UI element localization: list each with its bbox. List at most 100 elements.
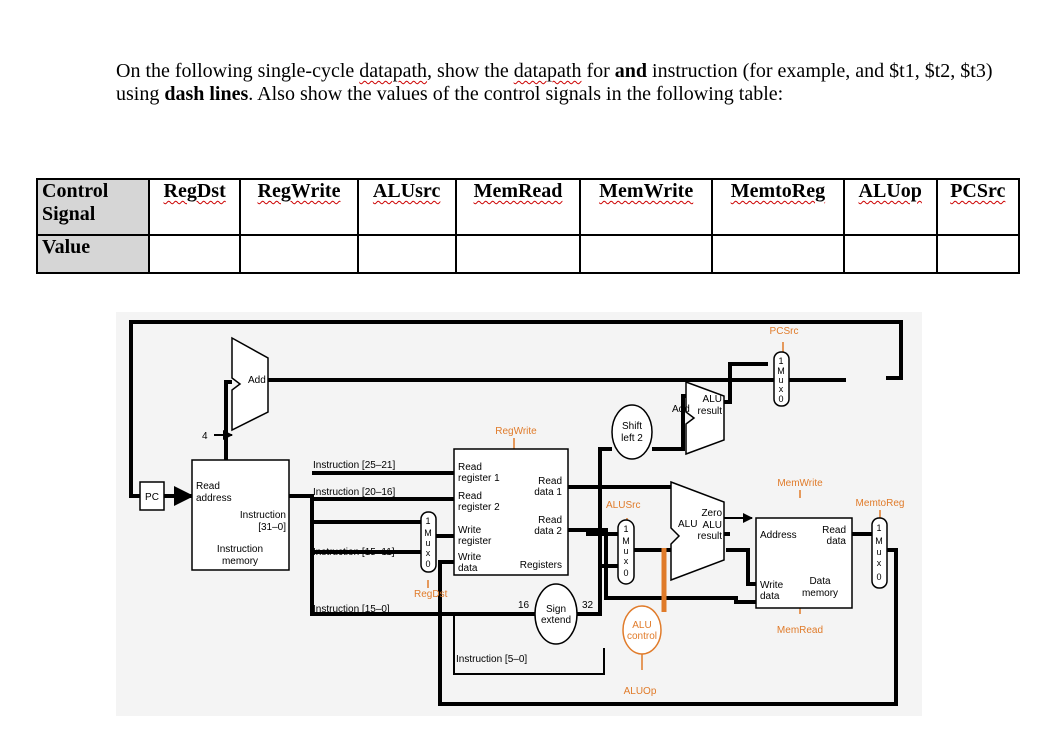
reg-text: register (458, 536, 492, 547)
value-cell[interactable] (579, 234, 713, 274)
col-aluop: ALUop (842, 178, 938, 236)
alu-control (622, 605, 662, 655)
dmem-text: memory (802, 588, 838, 599)
value-header: Value (36, 234, 150, 274)
mux-text: M (777, 366, 785, 376)
pcsrc-mux (773, 351, 790, 407)
mux-text: u (778, 375, 783, 385)
q-part: for (581, 60, 615, 82)
imem-text: [31–0] (258, 522, 286, 533)
field-label: Instruction [5–0] (456, 654, 527, 665)
mux-text: x (624, 556, 629, 566)
mux-text: M (622, 536, 630, 546)
imem-text: Instruction (240, 510, 286, 521)
regdst-mux (420, 511, 437, 573)
reg-text: register 2 (458, 502, 500, 513)
signal-memtoreg: MemtoReg (856, 498, 905, 509)
shift-left-2 (611, 404, 653, 460)
mux-text: 1 (425, 516, 430, 526)
imem-text: Instruction (217, 544, 263, 555)
register-file (453, 448, 569, 576)
mux-text: 1 (876, 523, 881, 533)
reg-text: data 1 (534, 487, 562, 498)
alu-text: Zero (701, 508, 722, 519)
dmem-text: data (760, 591, 780, 602)
sign-text: Sign (546, 604, 566, 615)
signal-pcsrc: PCSrc (770, 326, 799, 337)
mux-text: 0 (425, 559, 430, 569)
dmem-text: data (827, 536, 847, 547)
memtoreg-mux (871, 517, 888, 589)
q-part: . Also show the values of the control si… (248, 83, 784, 105)
signal-alusrc: ALUSrc (606, 500, 640, 511)
value-cell[interactable] (356, 234, 457, 274)
col-memread: MemRead (454, 178, 582, 236)
field-label: Instruction [15–0] (313, 604, 390, 615)
mux-text: 1 (778, 356, 783, 366)
q-part: datapath (513, 60, 582, 82)
header-line: Signal (42, 203, 96, 225)
col-regdst: RegDst (147, 178, 242, 236)
col-pcsrc: PCSrc (935, 178, 1021, 236)
value-cell[interactable] (147, 234, 242, 274)
alu-text: result (698, 531, 723, 542)
branch-adder-text: ALU (703, 394, 722, 405)
imem-text: Read (196, 481, 220, 492)
mux-text: 1 (623, 524, 628, 534)
value-cell[interactable] (239, 234, 359, 274)
shift-text: left 2 (621, 433, 643, 444)
col-memwrite: MemWrite (579, 178, 713, 236)
mux-text: 0 (778, 394, 783, 404)
reg-text: Read (458, 462, 482, 473)
value-cell[interactable] (842, 234, 938, 274)
q-part: and (614, 60, 648, 82)
col-regwrite: RegWrite (239, 178, 359, 236)
shift-text: Shift (622, 421, 642, 432)
mux-text: 0 (876, 572, 881, 582)
q-part: , show the (427, 60, 514, 82)
sign-text: 16 (518, 600, 530, 611)
q-part: On the following single-cycle (116, 60, 360, 82)
alusrc-mux (617, 519, 635, 585)
imem-text: address (196, 493, 232, 504)
alu-text: ALU (678, 519, 697, 530)
branch-adder-text: Add (672, 404, 690, 415)
thin-wires (214, 430, 753, 675)
signal-memwrite: MemWrite (777, 478, 823, 489)
datapath-diagram: PC Add 4 Read address Instruction [31–0]… (116, 312, 922, 716)
reg-text: Read (458, 491, 482, 502)
dmem-text: Read (822, 525, 846, 536)
mux-text: M (424, 528, 432, 538)
value-cell[interactable] (935, 234, 1021, 274)
signal-regdst: RegDst (414, 589, 448, 600)
thick-wires (129, 320, 903, 706)
field-label: Instruction [25–21] (313, 460, 395, 471)
mux-text: u (425, 538, 430, 548)
aluctl-text: control (627, 631, 657, 642)
reg-text: register 1 (458, 473, 500, 484)
branch-adder-text: result (698, 406, 723, 417)
dmem-text: Data (809, 576, 831, 587)
instruction-memory (191, 459, 290, 571)
signal-memread: MemRead (777, 625, 823, 636)
pc-register (139, 481, 165, 511)
table-value-row: Value (36, 234, 1021, 274)
value-cell[interactable] (454, 234, 582, 274)
value-cell[interactable] (710, 234, 845, 274)
reg-text: data 2 (534, 526, 562, 537)
sign-text: extend (541, 615, 571, 626)
sign-text: 32 (582, 600, 594, 611)
dmem-text: Write (760, 580, 784, 591)
reg-text: Write (458, 525, 482, 536)
reg-text: data (458, 563, 478, 574)
pc-adder-label: Add (248, 375, 266, 386)
question-text: On the following single-cycle datapath, … (116, 60, 996, 106)
branch-adder (685, 380, 725, 456)
signal-regwrite: RegWrite (495, 426, 537, 437)
q-part: instruction (for example, and $t1, $t2, … (116, 60, 993, 105)
imem-text: memory (222, 556, 258, 567)
mux-text: x (779, 384, 784, 394)
reg-text: Registers (520, 560, 562, 571)
